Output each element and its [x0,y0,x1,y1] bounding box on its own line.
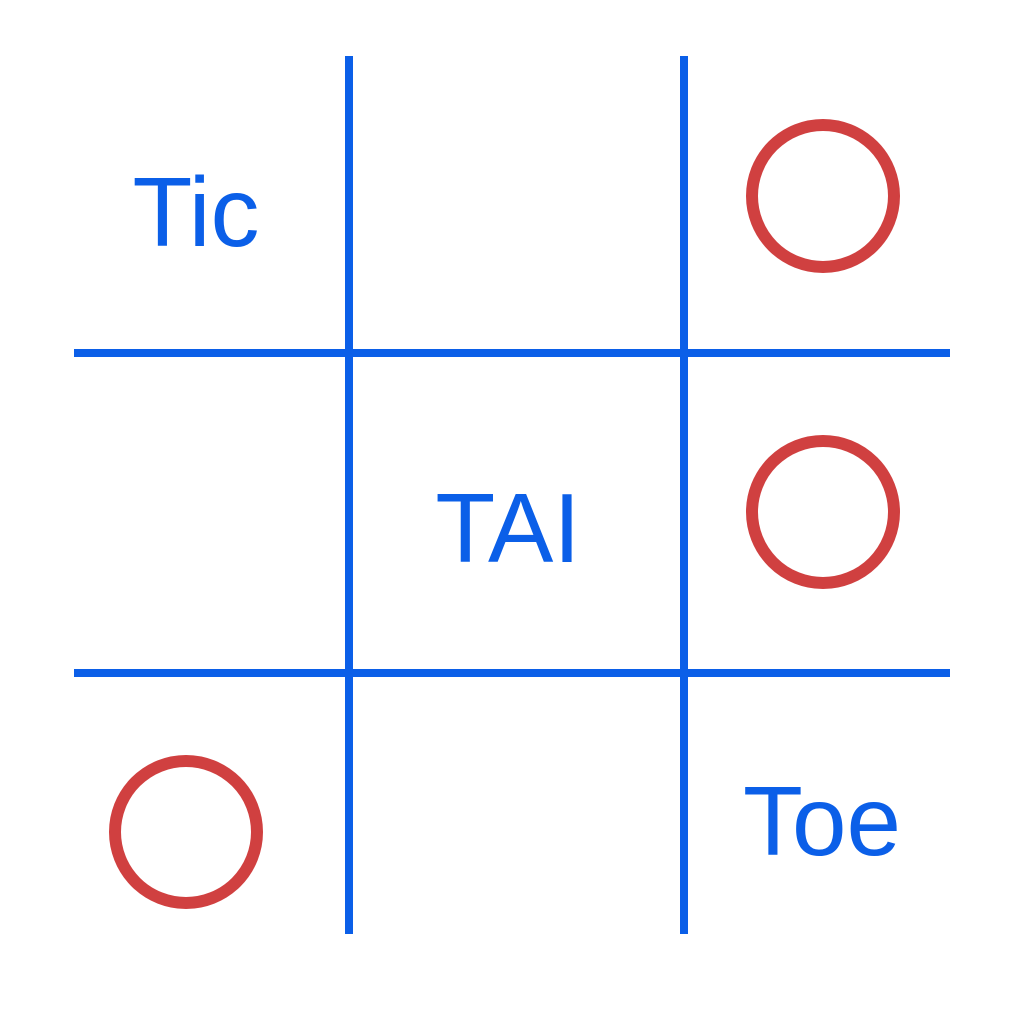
cell-1-0-hit[interactable] [74,357,345,669]
cell-0-2[interactable] [688,56,950,349]
cell-2-2[interactable]: Toe [688,677,950,934]
cell-1-2-hit[interactable] [688,357,950,669]
cell-0-2-hit[interactable] [688,56,950,349]
cell-0-1[interactable] [353,56,680,349]
o-mark [746,435,900,589]
cell-0-1-hit[interactable] [353,56,680,349]
cell-0-0[interactable]: Tic [74,56,345,349]
cell-2-1[interactable] [353,677,680,934]
cell-1-1[interactable]: TAI [353,357,680,669]
cell-text-tic: Tic [133,157,260,267]
o-mark [109,755,263,909]
cell-2-1-hit[interactable] [353,677,680,934]
o-mark [746,119,900,273]
cell-text-toe: Toe [743,766,901,876]
cell-2-0[interactable] [74,677,345,934]
cell-1-0[interactable] [74,357,345,669]
cell-1-2[interactable] [688,357,950,669]
grid [74,56,950,934]
cell-text-tai: TAI [435,473,580,583]
